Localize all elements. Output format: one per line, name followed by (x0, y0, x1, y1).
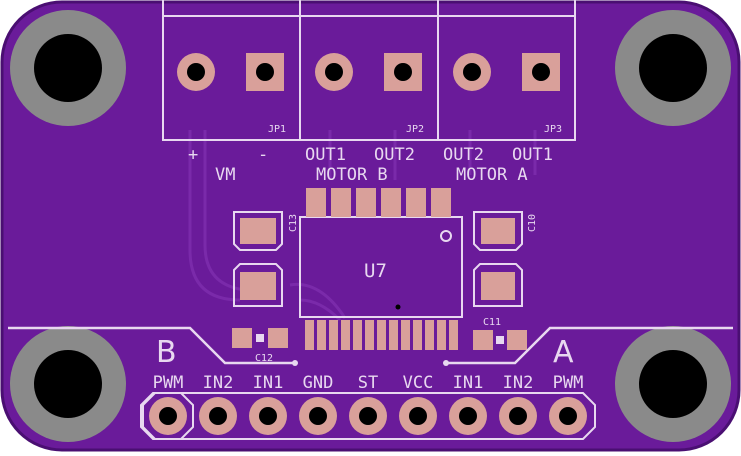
ref-u7: U7 (364, 260, 387, 282)
pin-label-2: IN2 (203, 373, 234, 393)
cap-c12 (232, 328, 288, 348)
label-vm-plus: + (188, 145, 198, 165)
cap-c11 (473, 330, 527, 350)
divider-line (8, 326, 733, 365)
header-pads (149, 397, 587, 435)
mounting-holes (10, 10, 731, 442)
label-out1-b: OUT1 (305, 145, 346, 165)
channel-b: B (156, 335, 177, 370)
pin-label-5: ST (358, 373, 378, 393)
pin-label-9: PWM (553, 373, 584, 393)
cap-left-lower (233, 263, 283, 307)
header-outline (140, 392, 596, 440)
label-vm-minus: - (258, 145, 268, 165)
cap-right-lower (473, 263, 523, 307)
channel-a: A (553, 335, 574, 370)
pin-label-7: IN1 (453, 373, 484, 393)
label-motor-b: MOTOR B (316, 165, 388, 185)
pin-label-3: IN1 (253, 373, 284, 393)
terminal-blocks (162, 0, 576, 141)
label-vm: VM (215, 165, 235, 185)
label-out2-a: OUT2 (443, 145, 484, 165)
label-motor-a: MOTOR A (456, 165, 528, 185)
label-out1-a: OUT1 (512, 145, 553, 165)
pin-label-1: PWM (153, 373, 184, 393)
ic-u7 (299, 188, 463, 350)
ref-c10: C10 (527, 214, 538, 232)
header-labels: PWM IN2 IN1 GND ST VCC IN1 IN2 PWM (153, 373, 584, 393)
pin-label-4: GND (303, 373, 334, 393)
cap-c13 (233, 211, 283, 251)
ref-c13: C13 (288, 214, 299, 232)
cap-c10 (473, 211, 523, 251)
ref-jp1: JP1 (268, 124, 286, 135)
label-out2-b: OUT2 (374, 145, 415, 165)
terminal-pads (177, 53, 560, 91)
ref-jp3: JP3 (544, 124, 562, 135)
ref-c12: C12 (255, 353, 273, 364)
ref-jp2: JP2 (406, 124, 424, 135)
ref-c11: C11 (483, 317, 501, 328)
pin-label-8: IN2 (503, 373, 534, 393)
pin-label-6: VCC (403, 373, 434, 393)
